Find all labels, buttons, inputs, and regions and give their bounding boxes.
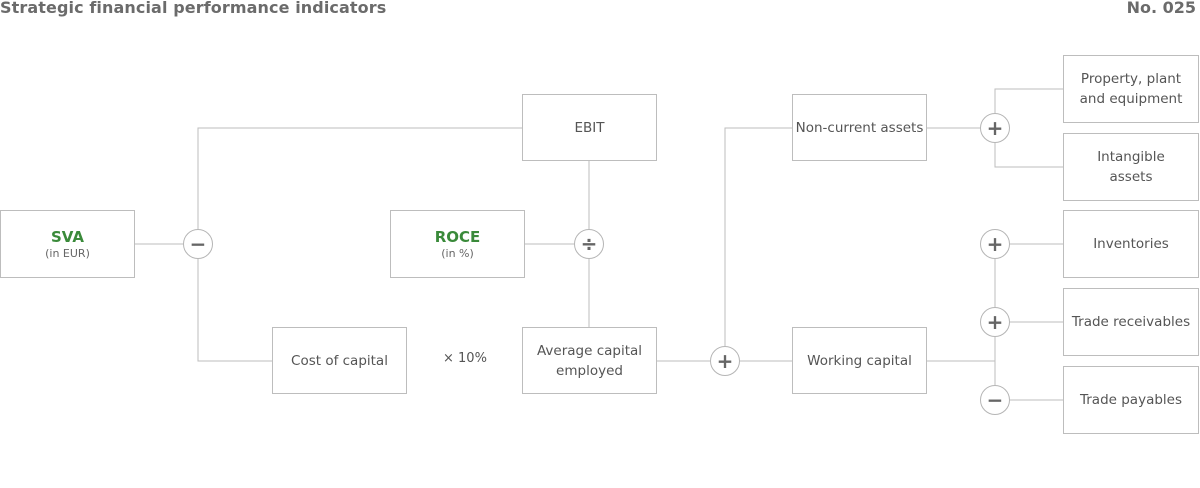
working-capital-label: Working capital — [807, 352, 912, 369]
intangible-line1: Intangible — [1097, 149, 1165, 165]
trade-payables-box: Trade payables — [1063, 366, 1199, 434]
sva-unit: (in EUR) — [45, 247, 90, 260]
plus-operator-assets-icon: + — [980, 113, 1010, 143]
non-current-assets-box: Non-current assets — [792, 94, 927, 161]
multiplier-label: × 10% — [443, 351, 487, 366]
trade-receivables-box: Trade receivables — [1063, 288, 1199, 356]
divide-operator-icon: ÷ — [574, 229, 604, 259]
roce-box: ROCE (in %) — [390, 210, 525, 278]
plus-operator-receivables-icon: + — [980, 307, 1010, 337]
average-capital-line2: employed — [556, 362, 623, 379]
ebit-box: EBIT — [522, 94, 657, 161]
trade-receivables-label: Trade receivables — [1071, 314, 1191, 330]
average-capital-line1: Average capital — [536, 342, 643, 359]
ppe-box: Property, plant and equipment — [1063, 55, 1199, 123]
minus-operator-payables-icon: − — [980, 385, 1010, 415]
plus-operator-capital-icon: + — [710, 346, 740, 376]
ppe-line1: Property, plant — [1080, 71, 1182, 87]
intangible-assets-box: Intangible assets — [1063, 133, 1199, 201]
inventories-box: Inventories — [1063, 210, 1199, 278]
figure-number: No. 025 — [1126, 0, 1196, 17]
average-capital-employed-box: Average capital employed — [522, 327, 657, 394]
cost-of-capital-box: Cost of capital — [272, 327, 407, 394]
sva-label: SVA — [50, 228, 84, 246]
sva-box: SVA (in EUR) — [0, 210, 135, 278]
inventories-label: Inventories — [1093, 236, 1169, 252]
working-capital-box: Working capital — [792, 327, 927, 394]
roce-label: ROCE — [434, 228, 481, 246]
plus-operator-inventories-icon: + — [980, 229, 1010, 259]
diagram-title: Strategic financial performance indicato… — [0, 0, 387, 17]
ppe-line2: and equipment — [1079, 91, 1183, 107]
roce-unit: (in %) — [441, 247, 474, 260]
ebit-label: EBIT — [574, 119, 605, 136]
non-current-assets-label: Non-current assets — [795, 119, 924, 136]
cost-of-capital-label: Cost of capital — [291, 352, 388, 369]
minus-operator-icon: − — [183, 229, 213, 259]
trade-payables-label: Trade payables — [1079, 392, 1182, 408]
intangible-line2: assets — [1109, 169, 1153, 185]
